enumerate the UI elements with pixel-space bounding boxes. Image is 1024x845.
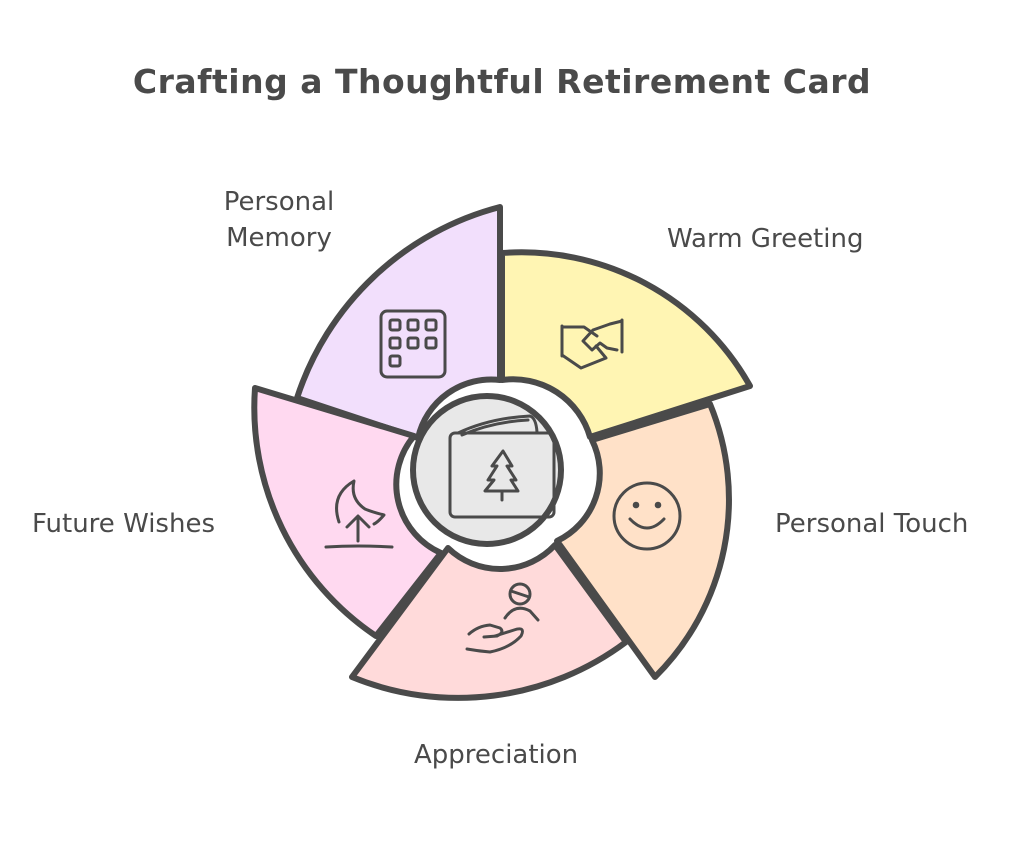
label-future-wishes: Future Wishes [32, 509, 215, 539]
greeting-card-tree-icon [448, 414, 556, 519]
label-warm-greeting: Warm Greeting [667, 224, 864, 254]
label-personal-memory-line1: Personal [223, 187, 335, 217]
handshake-icon [560, 318, 624, 370]
segment-personal-memory [294, 204, 503, 441]
hand-offering-person-icon [465, 582, 540, 654]
segment-appreciation [349, 542, 629, 701]
center-hub [410, 393, 564, 547]
label-personal-touch: Personal Touch [775, 509, 969, 539]
smiley-face-icon [612, 481, 682, 551]
label-personal-memory: Personal Memory [200, 184, 358, 256]
segment-warm-greeting [499, 249, 753, 440]
label-appreciation: Appreciation [414, 740, 579, 770]
page-title: Crafting a Thoughtful Retirement Card [132, 62, 872, 101]
calendar-grid-icon [379, 309, 447, 379]
label-personal-memory-line2: Memory [226, 223, 332, 253]
segment-personal-touch [554, 401, 732, 680]
sunrise-arrow-icon [324, 479, 394, 549]
segment-future-wishes [251, 385, 444, 639]
